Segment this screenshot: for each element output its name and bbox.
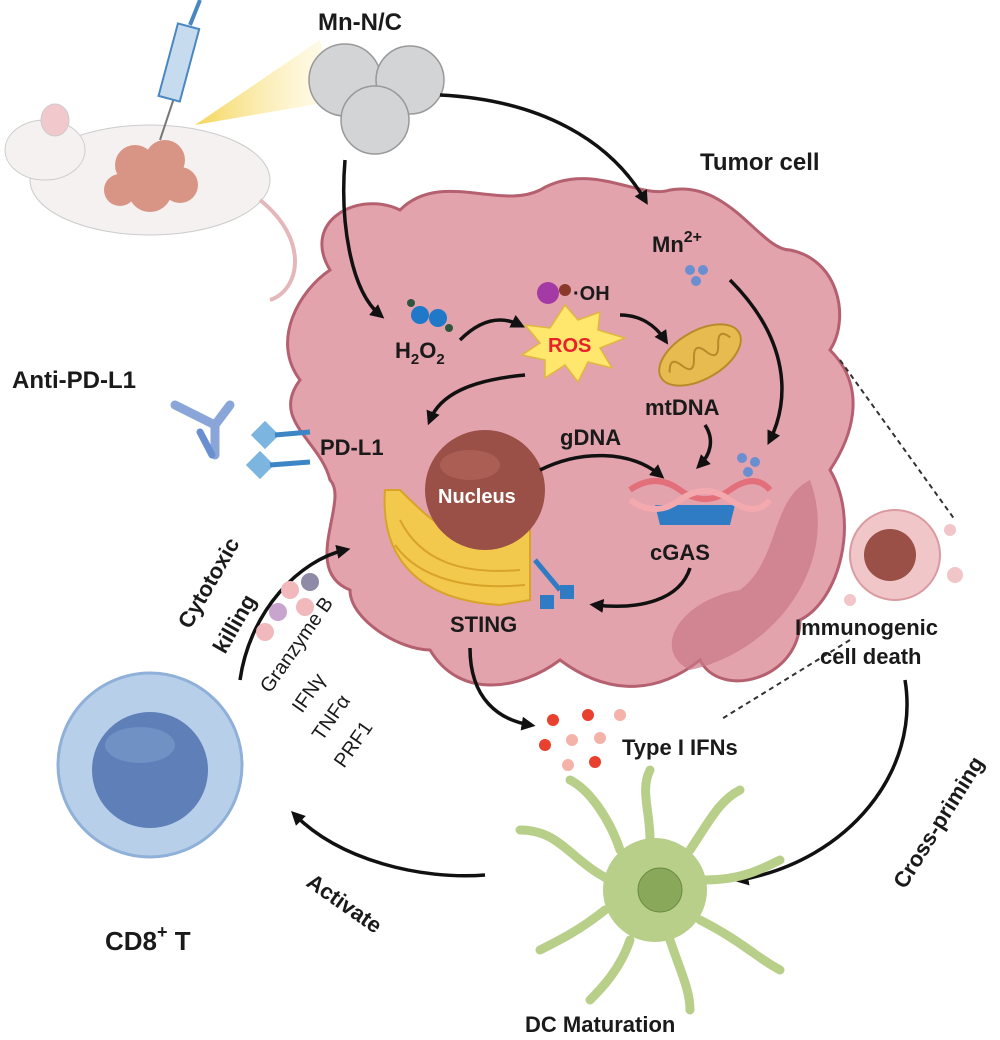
- h2o2-label: H: [395, 338, 411, 363]
- cross-priming-label: Cross-priming: [888, 752, 989, 893]
- arrow-cgas-to-sting: [589, 567, 692, 613]
- icd-label-line1: Immunogenic: [795, 615, 938, 640]
- hydroxyl-h-icon: [559, 284, 571, 296]
- dying-cell-icon: [844, 509, 963, 606]
- mn-ions-cgas: [737, 453, 760, 477]
- tumor-fold: [671, 480, 818, 670]
- killing-label: killing: [208, 590, 261, 658]
- ros-burst: [520, 303, 628, 384]
- arrow-mn2-to-cgas: [728, 278, 784, 446]
- anti-pdl1-label: Anti-PD-L1: [12, 367, 136, 394]
- svg-text:Mn2+: Mn2+: [652, 229, 702, 257]
- mn2-superscript: 2+: [684, 229, 702, 246]
- nucleus-highlight: [440, 450, 500, 480]
- mitochondrion-icon: [658, 323, 742, 387]
- ifn-particles: [539, 709, 626, 771]
- light-beam: [195, 40, 340, 125]
- cgas-label: cGAS: [650, 540, 710, 565]
- tumor-nodule: [104, 140, 198, 212]
- activate-label: Activate: [302, 869, 386, 939]
- cytokine-particles: [256, 573, 319, 641]
- mtdna-label: mtDNA: [645, 395, 720, 420]
- oh-label: ·OH: [573, 283, 610, 305]
- dc-maturation-label: DC Maturation: [525, 1012, 675, 1037]
- h2o2-molecule-icon: [407, 299, 453, 332]
- type1-ifns-label: Type I IFNs: [622, 735, 738, 760]
- sting-label: STING: [450, 612, 517, 637]
- zoom-line-top: [839, 359, 956, 521]
- endoplasmic-reticulum-icon: [383, 489, 531, 607]
- mn-nc-nanoparticles: [308, 43, 445, 155]
- dc-nucleus-icon: [637, 867, 683, 913]
- svg-text:H2O2: H2O2: [395, 338, 445, 368]
- ros-label: ROS: [548, 335, 591, 357]
- pdl1-label: PD-L1: [320, 435, 384, 460]
- arrow-cytotoxic-killing: [238, 544, 351, 681]
- arrow-gdna-to-cgas: [539, 453, 665, 479]
- arrow-cross-priming: [734, 679, 909, 886]
- arrow-activate: [291, 811, 486, 878]
- arrow-sting-to-ifns: [468, 647, 536, 731]
- syringe-icon: [157, 0, 202, 141]
- arrow-ros-to-nucleus: [426, 373, 526, 426]
- antibody-icon: [170, 400, 235, 460]
- arrow-to-mn2: [439, 93, 648, 205]
- zoom-line-bottom: [719, 639, 851, 721]
- mn-ions: [685, 265, 708, 286]
- cgas-dna-icon: [628, 478, 773, 525]
- mn2-label: Mn: [652, 232, 684, 257]
- arrow-mtdna-to-cgas: [696, 424, 713, 469]
- icd-label-line2: cell death: [820, 644, 921, 669]
- hydroxyl-o-icon: [537, 282, 559, 304]
- arrow-h2o2-to-ros: [458, 314, 526, 342]
- nucleus-label: Nucleus: [438, 486, 516, 508]
- mouse-illustration: [4, 103, 297, 302]
- mn-nc-label: Mn-N/C: [318, 9, 402, 36]
- svg-text:CD8+ T: CD8+ T: [105, 922, 191, 956]
- gdna-label: gDNA: [560, 425, 621, 450]
- dendritic-cell-icon: [515, 765, 785, 1015]
- tumor-cell-label: Tumor cell: [700, 149, 820, 176]
- arrow-ros-to-mito: [619, 313, 669, 345]
- cd8-label: CD8: [105, 926, 157, 956]
- cd8-t-cell-icon: [56, 671, 244, 859]
- sting-icon: [533, 558, 574, 609]
- arrow-to-h2o2: [342, 159, 385, 319]
